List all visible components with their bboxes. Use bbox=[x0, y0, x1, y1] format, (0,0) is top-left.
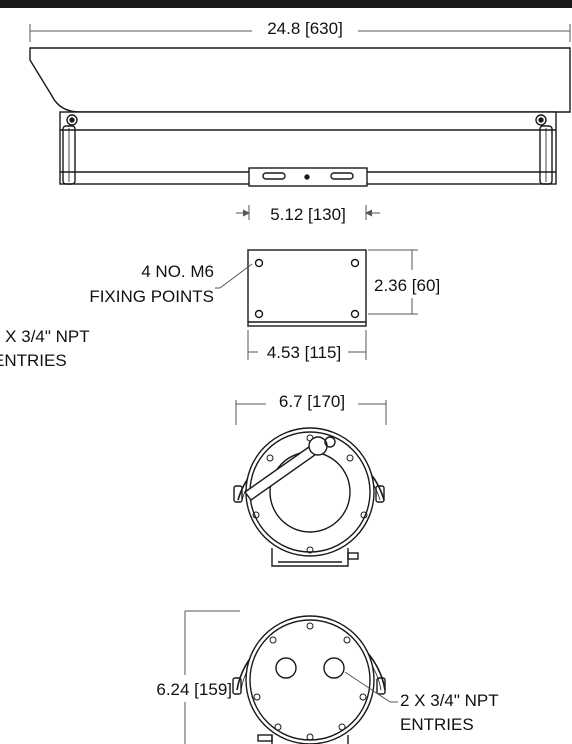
entries-callout-right-line2: ENTRIES bbox=[400, 715, 474, 734]
front-view bbox=[233, 400, 387, 567]
mounting-plate bbox=[247, 249, 367, 327]
plate-dimensions bbox=[215, 249, 418, 360]
entries-callout-left-line1: 2 X 3/4" NPT bbox=[0, 327, 90, 346]
rear-view bbox=[184, 610, 398, 744]
side-view bbox=[29, 24, 571, 187]
plate-width-dimension-label: 4.53 [115] bbox=[266, 343, 342, 362]
entries-callout-right-line1: 2 X 3/4" NPT bbox=[400, 691, 499, 710]
fixing-points-callout-line1: 4 NO. M6 bbox=[141, 262, 214, 281]
housing-height-dimension-label: 6.24 [159] bbox=[156, 680, 232, 699]
entries-callout-left-line2: ENTRIES bbox=[0, 351, 67, 370]
fixing-points-callout-line2: FIXING POINTS bbox=[89, 287, 214, 306]
header-bar bbox=[0, 0, 572, 8]
overall-length-dimension: 24.8 [630] bbox=[252, 19, 358, 39]
bracket-width-dimension-label: 5.12 [130] bbox=[270, 205, 346, 224]
plate-height-dimension-label: 2.36 [60] bbox=[374, 276, 441, 295]
bracket-width-dimension bbox=[236, 205, 380, 220]
housing-width-dimension-label: 6.7 [170] bbox=[266, 392, 358, 412]
